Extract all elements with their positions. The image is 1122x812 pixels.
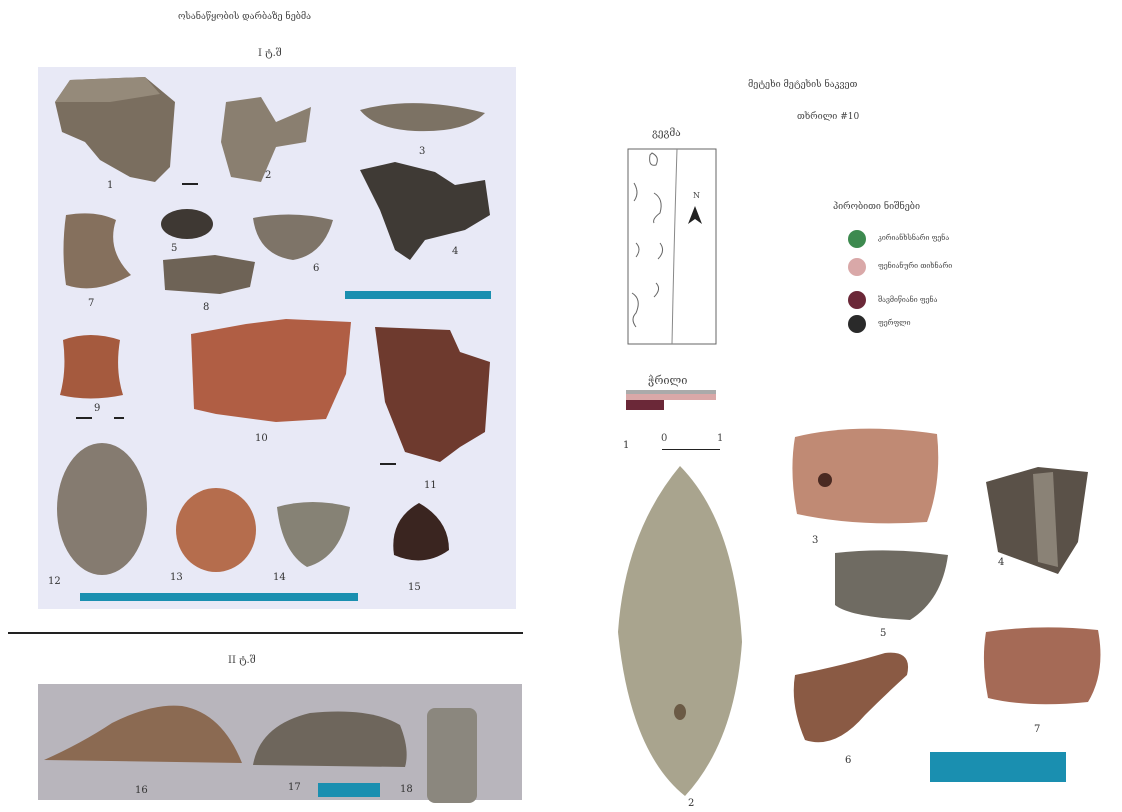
- scale-bar: [380, 463, 396, 465]
- trench-title: თხრილი #10: [797, 112, 860, 122]
- find-number: 14: [273, 572, 286, 583]
- plate-header: ოსანაწყობის დარბაზე ნებმა: [178, 12, 312, 22]
- legend-swatch: [848, 291, 866, 309]
- sherd-image: [191, 319, 351, 422]
- scale-bar: [114, 417, 124, 419]
- sherd-image: [393, 503, 449, 561]
- scale-ruler: [930, 752, 1066, 782]
- legend-swatch: [848, 258, 866, 276]
- scale-end-label: 1: [717, 433, 724, 444]
- find-number: 5: [171, 243, 178, 254]
- scale-bar: [182, 183, 198, 185]
- scale-ruler: [345, 291, 491, 299]
- find-number: 18: [400, 784, 413, 795]
- find-number: 12: [48, 576, 61, 587]
- legend-title: პირობითი ნიშნები: [833, 202, 920, 212]
- find-number: 16: [135, 785, 148, 796]
- find-number: 3: [419, 146, 426, 157]
- sherd-image: [427, 708, 477, 803]
- section-label: ჭრილი: [648, 374, 688, 387]
- north-arrow-icon: [688, 206, 702, 224]
- find-number: 1: [107, 180, 114, 191]
- sherd-image: [253, 711, 407, 767]
- site-title: მეტეხი მეტეხის ნაკვეთ: [748, 80, 858, 90]
- find-number: 6: [845, 755, 852, 766]
- scale-line: [662, 449, 720, 450]
- find-number: 2: [265, 170, 272, 181]
- scale-ruler: [318, 783, 380, 797]
- find-number: 5: [880, 628, 887, 639]
- sherd-image: [57, 443, 147, 575]
- sherd-image: [793, 652, 909, 743]
- sherd-image: [792, 428, 939, 524]
- sherd-image: [60, 335, 123, 399]
- find-number: 2: [688, 798, 695, 809]
- find-number: 15: [408, 582, 421, 593]
- sherd-image: [221, 97, 311, 182]
- section-two-title: II ტ.შ: [228, 655, 256, 666]
- find-number: 4: [998, 557, 1005, 568]
- sherd-image: [63, 213, 131, 289]
- legend-label: ფერფლი: [878, 319, 911, 327]
- scale-start-label: 0: [661, 433, 668, 444]
- sherd-image: [277, 502, 350, 567]
- sherd-image: [161, 209, 213, 239]
- sherd-image: [55, 77, 175, 182]
- section-one-title: I ტ.შ: [258, 48, 282, 59]
- legend-swatch: [848, 315, 866, 333]
- sherd-image: [163, 255, 255, 294]
- sherd-image: [360, 103, 485, 132]
- sherd-image: [176, 488, 256, 572]
- find-number: 9: [94, 403, 101, 414]
- find-number: 17: [288, 782, 301, 793]
- sherd-image: [253, 214, 333, 260]
- sherd-image: [983, 627, 1101, 705]
- find-number: 1: [623, 440, 630, 451]
- sherd-image: [360, 162, 490, 260]
- legend-label: ფენიანური თიხნარი: [878, 262, 953, 270]
- find-number: 6: [313, 263, 320, 274]
- plan-label: გეგმა: [652, 128, 681, 139]
- scale-ruler: [80, 593, 358, 601]
- trench-plan-drawing: [627, 148, 717, 345]
- find-number: 4: [452, 246, 459, 257]
- section-divider: [8, 632, 523, 634]
- section-profile-drawing: [626, 390, 716, 410]
- sherd-image: [835, 550, 948, 620]
- scale-bar: [76, 417, 92, 419]
- legend-label: კირიანხსნარი ფენა: [878, 234, 950, 242]
- find-number: 8: [203, 302, 210, 313]
- find-number: 10: [255, 433, 268, 444]
- sherd-image: [986, 467, 1088, 574]
- sherd-image: [44, 705, 242, 763]
- sherd-image: [618, 466, 742, 796]
- find-number: 3: [812, 535, 819, 546]
- find-number: 7: [1034, 724, 1041, 735]
- find-number: 13: [170, 572, 183, 583]
- sherd-image: [375, 327, 490, 462]
- find-number: 11: [424, 480, 437, 491]
- legend-swatch: [848, 230, 866, 248]
- north-label: N: [693, 191, 700, 200]
- find-number: 7: [88, 298, 95, 309]
- legend-label: შავმიწიანი ფენა: [878, 296, 938, 304]
